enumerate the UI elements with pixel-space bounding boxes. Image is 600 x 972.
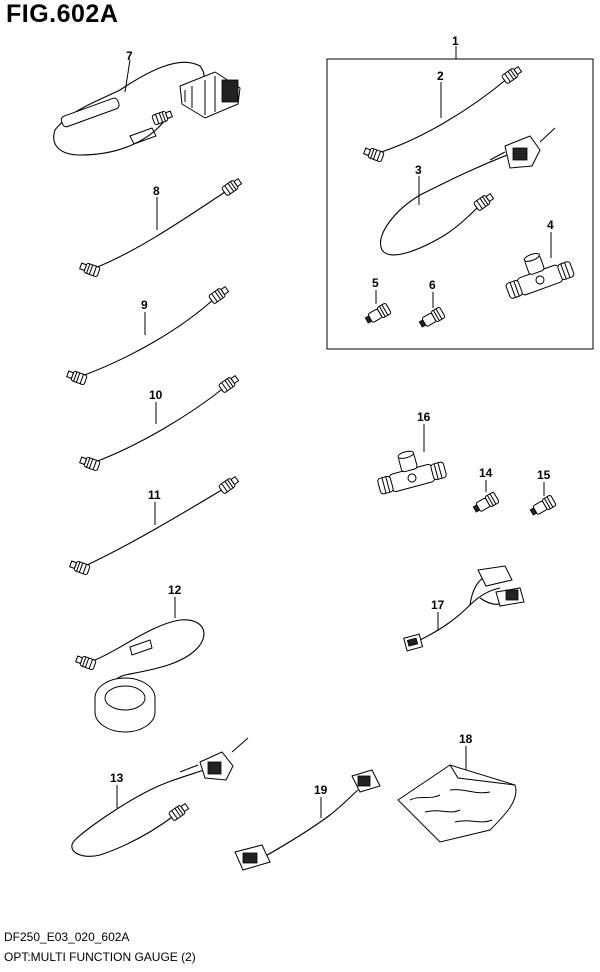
part-3[interactable] bbox=[380, 127, 556, 256]
part-9[interactable] bbox=[65, 284, 231, 386]
callout-17: 17 bbox=[431, 598, 445, 612]
part-16[interactable] bbox=[371, 424, 448, 496]
kit-1-box bbox=[326, 58, 594, 350]
callout-11: 11 bbox=[148, 488, 161, 502]
part-13[interactable] bbox=[71, 737, 249, 857]
callout-2: 2 bbox=[437, 69, 444, 83]
part-14[interactable] bbox=[471, 480, 500, 516]
figure-caption: OPT:MULTI FUNCTION GAUGE (2) bbox=[4, 950, 196, 964]
callout-15: 15 bbox=[537, 468, 551, 482]
part-18[interactable] bbox=[397, 746, 517, 843]
part-4[interactable] bbox=[498, 232, 576, 301]
callout-10: 10 bbox=[149, 388, 163, 402]
callout-5: 5 bbox=[372, 276, 379, 290]
part-5[interactable] bbox=[363, 290, 392, 327]
part-2[interactable] bbox=[362, 64, 524, 163]
part-8[interactable] bbox=[78, 176, 244, 278]
callout-9: 9 bbox=[141, 298, 148, 312]
callout-8: 8 bbox=[153, 184, 160, 198]
part-12[interactable] bbox=[74, 597, 205, 733]
callout-4: 4 bbox=[547, 218, 554, 232]
callout-13: 13 bbox=[110, 771, 124, 785]
part-19[interactable] bbox=[234, 769, 381, 871]
callout-7: 7 bbox=[126, 49, 133, 63]
part-10[interactable] bbox=[78, 373, 241, 472]
part-15[interactable] bbox=[528, 482, 557, 519]
part-7[interactable] bbox=[53, 59, 241, 156]
callout-14: 14 bbox=[479, 466, 493, 480]
callout-16: 16 bbox=[417, 410, 431, 424]
callout-1: 1 bbox=[452, 34, 459, 48]
part-11[interactable] bbox=[68, 474, 241, 576]
figure-code: DF250_E03_020_602A bbox=[4, 930, 130, 944]
part-17[interactable] bbox=[403, 565, 525, 652]
callout-18: 18 bbox=[459, 732, 473, 746]
callout-3: 3 bbox=[415, 163, 422, 177]
callout-19: 19 bbox=[314, 783, 328, 797]
callout-12: 12 bbox=[168, 583, 182, 597]
callout-6: 6 bbox=[429, 278, 436, 292]
figure-title: FIG.602A bbox=[6, 0, 119, 28]
part-6[interactable] bbox=[417, 292, 446, 331]
